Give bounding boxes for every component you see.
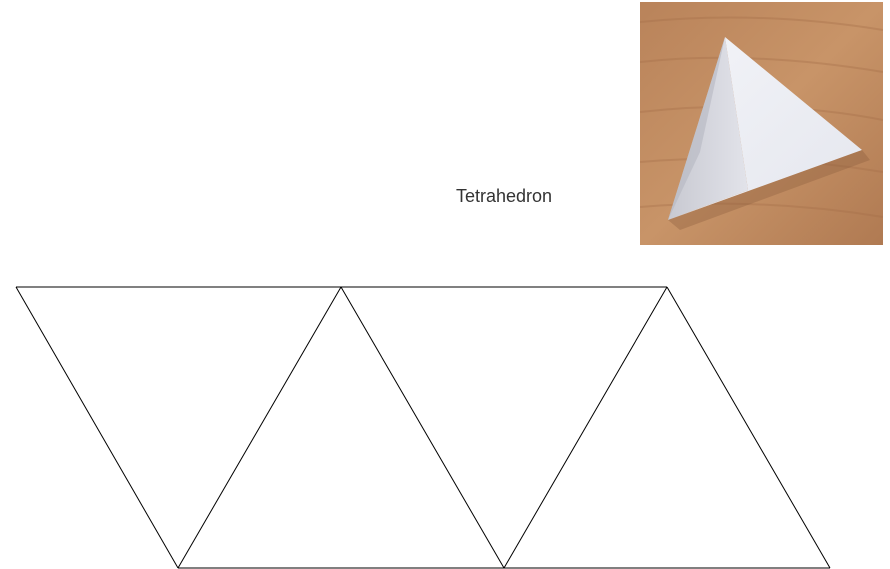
net-edge-4 xyxy=(503,286,668,569)
net-edge-3 xyxy=(340,286,505,569)
tetrahedron-photo-drawing xyxy=(640,2,883,245)
net-edge-5 xyxy=(666,286,831,569)
tetrahedron-shadow-face xyxy=(668,37,725,220)
tetrahedron-ground-shadow xyxy=(668,150,870,230)
tetrahedron-right-face xyxy=(668,37,862,220)
tetrahedron-label: Tetrahedron xyxy=(456,186,553,206)
tetrahedron-photo xyxy=(640,2,883,245)
net-edges xyxy=(15,286,831,569)
net-edge-1 xyxy=(15,286,179,569)
wood-grain xyxy=(640,16,883,218)
net-edge-2 xyxy=(177,286,342,569)
